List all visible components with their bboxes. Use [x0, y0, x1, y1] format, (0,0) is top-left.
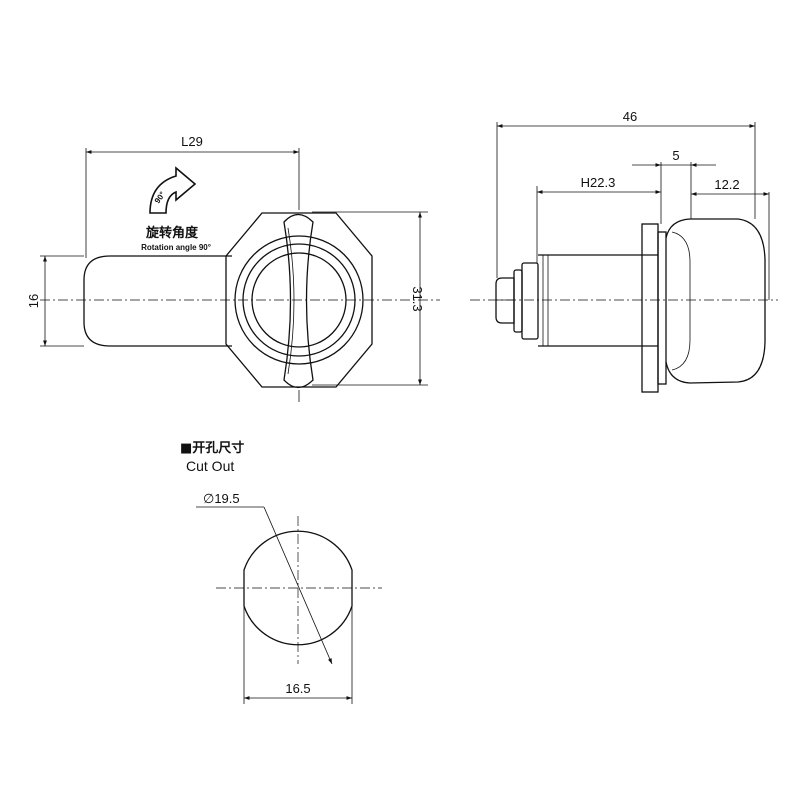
dim-label-16: 16: [26, 294, 41, 308]
rotation-arrow-icon: 90°: [149, 166, 197, 214]
side-knob-inner: [671, 231, 691, 371]
cutout-title-en: Cut Out: [186, 458, 234, 474]
front-outer-ring: [234, 235, 364, 365]
dim-label-165: 16.5: [285, 681, 310, 696]
side-view: 46 5 H22.3 12.2: [470, 109, 778, 393]
dim-label-313: 31.3: [410, 286, 425, 311]
side-flange-step: [657, 231, 667, 385]
dim-label-46: 46: [623, 109, 637, 124]
side-flange: [641, 223, 659, 393]
rotation-label-cn: 旋转角度: [145, 225, 199, 241]
side-knob: [665, 218, 766, 384]
dim-label-l29: L29: [181, 134, 203, 149]
dim-label-122: 12.2: [714, 177, 739, 192]
front-middle-ring: [242, 243, 356, 357]
side-washer: [513, 269, 523, 333]
front-inner-ring: [251, 252, 347, 348]
cutout-view: ■开孔尺寸 Cut Out ∅19.5 16.5: [180, 440, 382, 704]
dim-label-5: 5: [672, 148, 679, 163]
front-shaft: [83, 255, 232, 347]
dim-label-h223: H22.3: [581, 175, 616, 190]
front-handle-edge: [287, 227, 295, 375]
cutout-title-cn: ■开孔尺寸: [180, 440, 244, 456]
dim-label-dia: ∅19.5: [203, 491, 240, 506]
front-view: L29 16 31.3 90° 旋转角度 Rotation angle 90°: [26, 134, 440, 402]
side-lock-nut: [521, 262, 539, 340]
front-handle-blade: [283, 213, 314, 389]
dia-leader-line: [263, 506, 333, 665]
side-end-nut: [495, 277, 515, 324]
front-hex-nut: [225, 212, 373, 388]
rotation-label-en: Rotation angle 90°: [141, 243, 211, 252]
